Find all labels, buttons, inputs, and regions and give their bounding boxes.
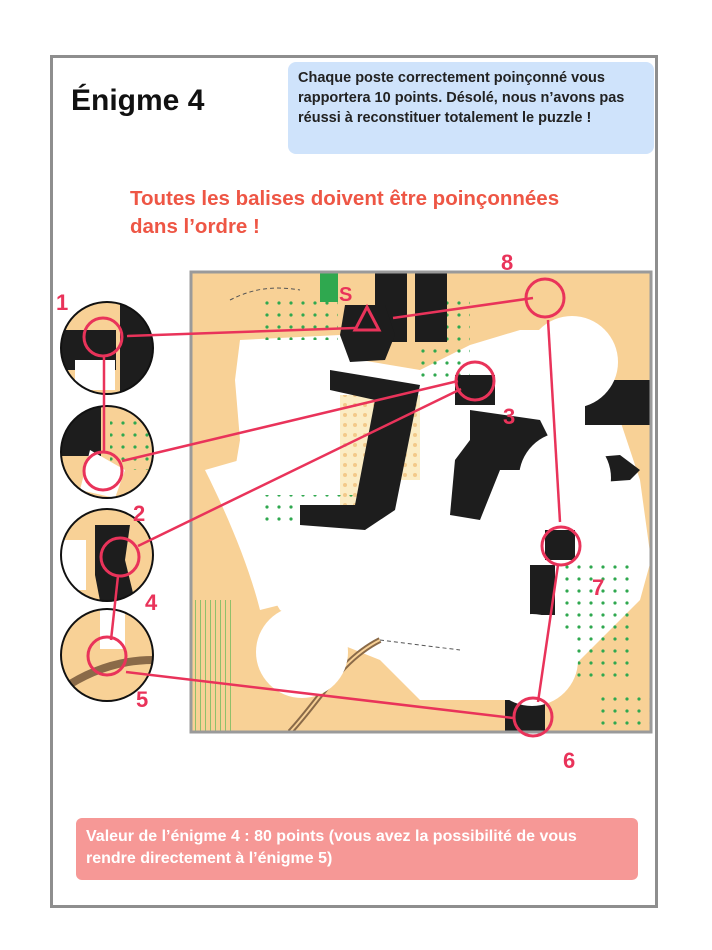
control-number-8: 8	[501, 250, 513, 275]
control-circle-4	[99, 536, 141, 578]
control-number-5: 5	[136, 687, 148, 712]
control-number-6: 6	[563, 748, 575, 773]
page-title: Énigme 4	[71, 84, 205, 117]
start-triangle	[352, 303, 382, 332]
control-circle-5	[86, 635, 128, 677]
control-number-3: 3	[503, 404, 515, 429]
control-circle-8	[524, 277, 566, 319]
control-circle-6	[512, 696, 554, 738]
value-banner: Valeur de l’énigme 4 : 80 points (vous a…	[76, 818, 638, 880]
control-circle-7	[540, 525, 582, 567]
control-number-7: 7	[592, 575, 604, 600]
info-box: Chaque poste correctement poinçonné vous…	[288, 62, 654, 154]
control-circle-2	[82, 450, 124, 492]
control-number-4: 4	[145, 590, 158, 615]
control-number-2: 2	[133, 501, 145, 526]
controls	[82, 277, 582, 738]
info-text: Chaque poste correctement poinçonné vous…	[298, 70, 625, 126]
puzzle-piece-4	[60, 608, 154, 702]
puzzle-piece-1	[60, 301, 154, 395]
instruction-text: Toutes les balises doivent être poinçonn…	[130, 187, 560, 238]
course-lines	[102, 296, 562, 720]
value-text: Valeur de l’énigme 4 : 80 points (vous a…	[86, 828, 577, 867]
control-circle-3	[454, 360, 496, 402]
map-border	[189, 270, 653, 734]
map-area	[191, 272, 651, 732]
start-label: S	[339, 284, 352, 306]
control-number-1: 1	[56, 290, 68, 315]
control-circle-1	[82, 316, 124, 358]
